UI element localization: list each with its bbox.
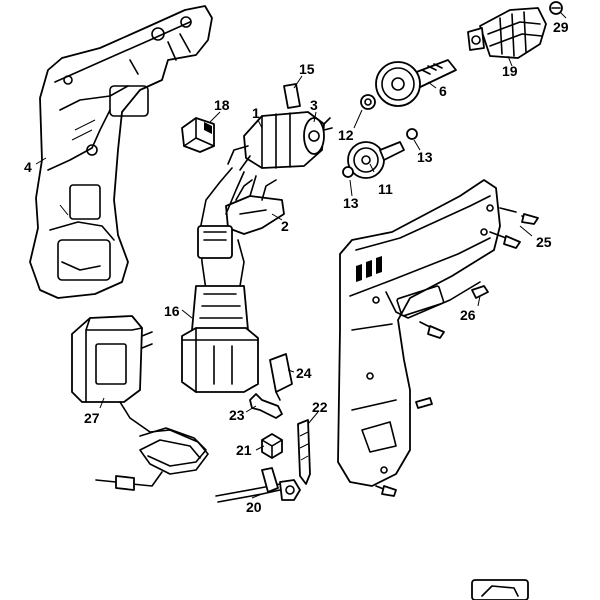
leader-lines xyxy=(35,11,567,499)
chuck-key-part xyxy=(215,467,301,503)
charger-part xyxy=(71,315,209,491)
callout-label: 13 xyxy=(417,149,433,165)
part-29-screw xyxy=(549,1,563,15)
callout-label: 23 xyxy=(229,407,245,423)
callout-label: 12 xyxy=(338,127,354,143)
part-13-pins xyxy=(342,128,418,178)
callout-label: 27 xyxy=(84,410,100,426)
gear-part-11 xyxy=(347,141,405,179)
part-21-cube xyxy=(261,433,283,459)
motor-part xyxy=(227,111,333,171)
callout-label: 24 xyxy=(296,365,312,381)
callout-label: 25 xyxy=(536,234,552,250)
callout-label: 6 xyxy=(439,83,447,99)
battery-pack-part xyxy=(181,167,259,393)
switch-part xyxy=(225,179,285,235)
callout-label: 3 xyxy=(310,97,318,113)
callout-label: 4 xyxy=(24,159,32,175)
callout-label: 11 xyxy=(378,181,393,197)
chuck-part xyxy=(467,7,547,59)
callout-label: 29 xyxy=(553,19,569,35)
callout-label: 20 xyxy=(246,499,262,515)
callout-label: 2 xyxy=(281,218,289,234)
left-housing-half-part xyxy=(29,5,213,299)
part-12-washer xyxy=(360,94,376,110)
corner-logo xyxy=(471,579,529,600)
housing-screws xyxy=(375,207,539,497)
callout-label: 15 xyxy=(299,61,315,77)
callout-label: 1 xyxy=(252,105,260,121)
right-housing-half-part xyxy=(337,179,501,487)
part-22-bit xyxy=(297,419,311,485)
callout-label: 16 xyxy=(164,303,180,319)
callout-label: 26 xyxy=(460,307,476,323)
callout-label: 21 xyxy=(236,442,252,458)
gear-shaft-part xyxy=(375,59,457,107)
part-15-plate xyxy=(283,83,301,109)
callout-label: 18 xyxy=(214,97,230,113)
callout-label: 22 xyxy=(312,399,328,415)
part-24 xyxy=(269,353,293,401)
callout-label: 19 xyxy=(502,63,518,79)
callout-labels: 1 2 3 4 6 11 12 13 13 15 16 18 19 20 21 … xyxy=(24,19,569,515)
callout-label: 13 xyxy=(343,195,359,211)
part-18-block xyxy=(181,117,215,153)
part-23-bracket xyxy=(249,393,283,419)
